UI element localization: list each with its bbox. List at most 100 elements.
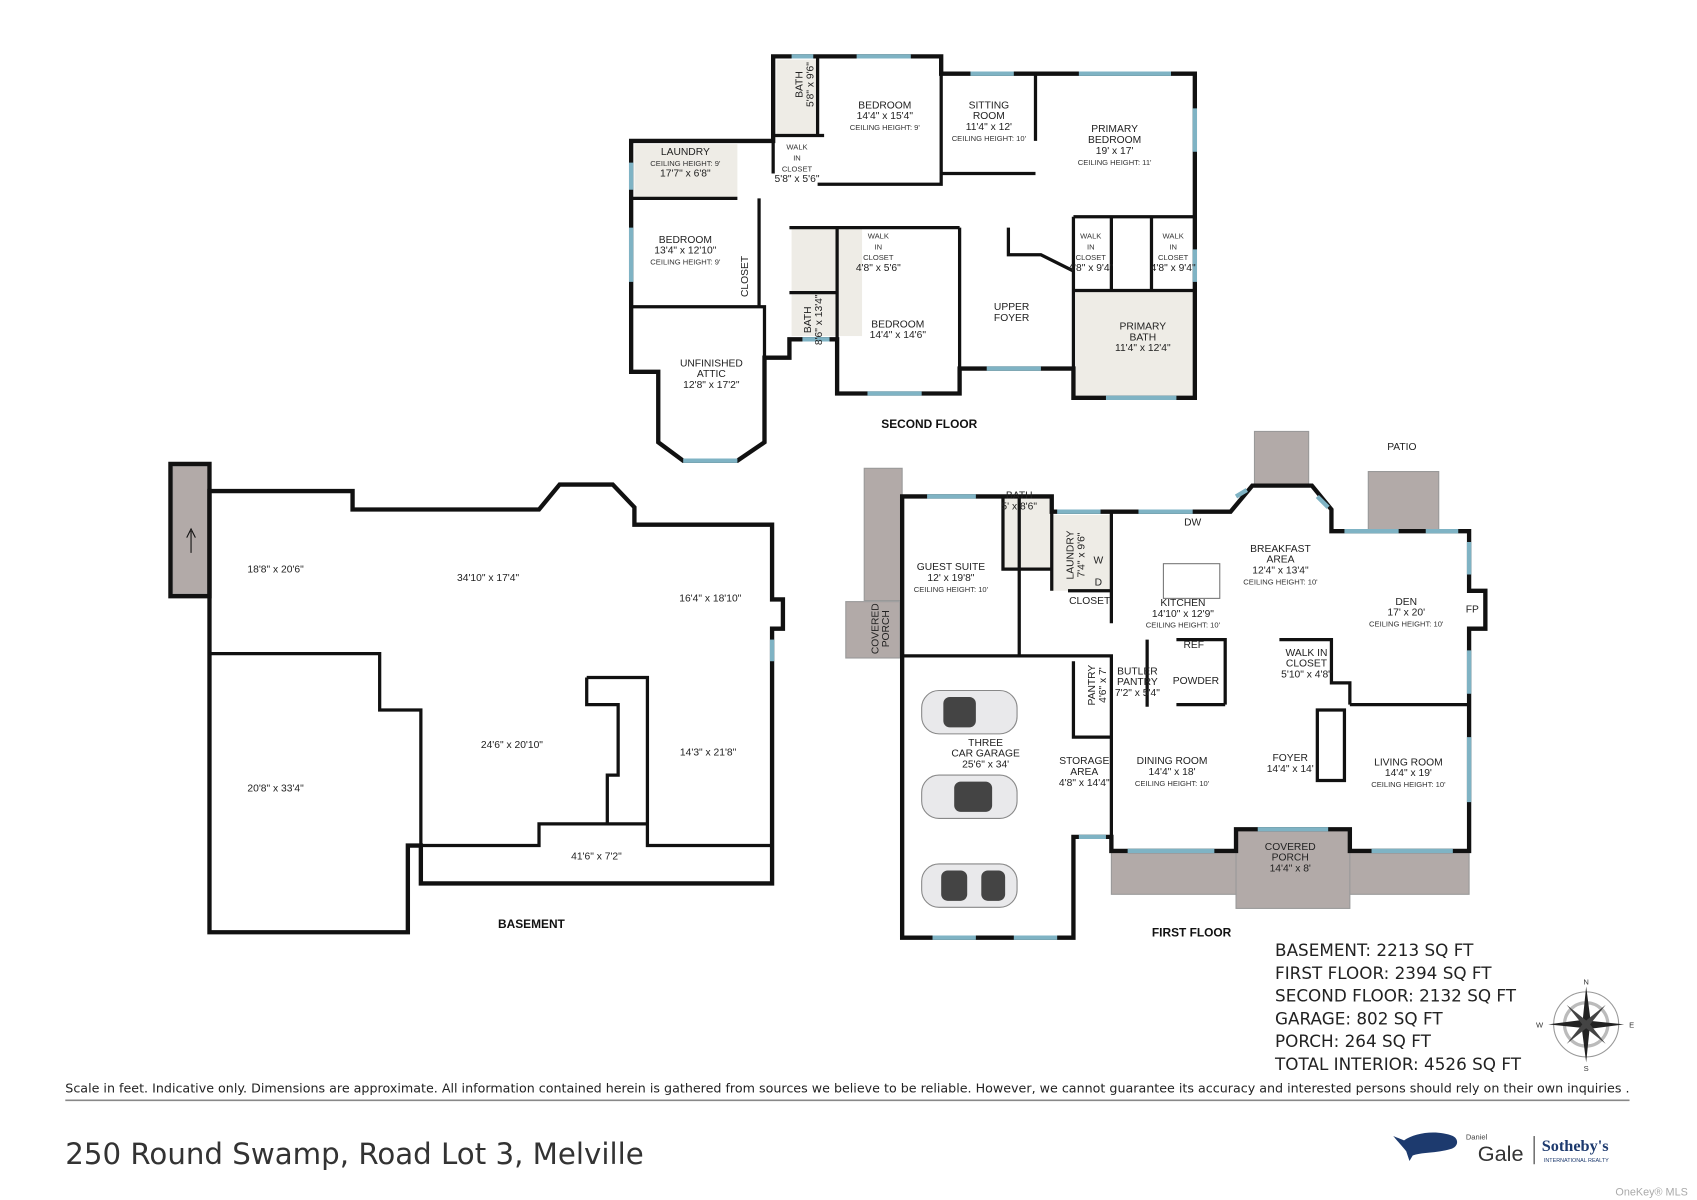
brand-sothebys: Sotheby's bbox=[1542, 1137, 1609, 1155]
room-label-line: 12'8" x 17'2" bbox=[683, 380, 740, 391]
room-label-line: STORAGE bbox=[1059, 756, 1109, 767]
room-label-line: 17'7" x 6'8" bbox=[660, 169, 711, 180]
first-floor-room-label: W bbox=[1094, 556, 1104, 567]
second-floor-title: SECOND FLOOR bbox=[881, 417, 977, 431]
basement-title: BASEMENT bbox=[498, 917, 566, 931]
second-floor-plan bbox=[628, 54, 1198, 463]
summary-porch: PORCH: 264 SQ FT bbox=[1275, 1031, 1432, 1051]
room-label-line: 18'8" x 20'6" bbox=[247, 564, 304, 575]
room-label-line: D bbox=[1095, 577, 1102, 588]
room-label-line: BUTLER bbox=[1117, 666, 1158, 677]
room-label-line: GUEST SUITE bbox=[917, 562, 986, 573]
room-label-line: BEDROOM bbox=[858, 100, 911, 111]
room-label-line: WALK IN bbox=[1286, 648, 1328, 659]
compass-s: S bbox=[1584, 1064, 1589, 1073]
room-label-line: 14'4" x 19' bbox=[1385, 768, 1432, 779]
room-label-line: 24'6" x 20'10" bbox=[481, 740, 543, 751]
room-label-line: CLOSET bbox=[863, 253, 894, 262]
room-label-line: WALK bbox=[868, 231, 889, 240]
room-label-line: CEILING HEIGHT: 10' bbox=[1371, 780, 1446, 789]
room-label-line: POWDER bbox=[1173, 676, 1219, 687]
room-label-line: 17' x 20' bbox=[1387, 608, 1425, 619]
room-label-line: 14'4" x 18' bbox=[1149, 767, 1196, 778]
room-label-line: BATH bbox=[1006, 491, 1033, 502]
basement-room-label: 16'4" x 18'10" bbox=[679, 594, 741, 605]
room-label-line: SITTING bbox=[969, 100, 1010, 111]
compass-e: E bbox=[1629, 1021, 1634, 1030]
room-label-line: 14'4" x 14'6" bbox=[870, 330, 927, 341]
mls-watermark: OneKey® MLS bbox=[1615, 1187, 1687, 1199]
room-label-line: PRIMARY bbox=[1119, 322, 1166, 333]
room-label-line: PORCH bbox=[881, 610, 892, 647]
room-label-line: ROOM bbox=[973, 111, 1005, 122]
brand-daniel: Daniel bbox=[1466, 1132, 1488, 1141]
summary-total-interior: TOTAL INTERIOR: 4526 SQ FT bbox=[1274, 1054, 1522, 1074]
room-label-line: 11'4" x 12'4" bbox=[1115, 343, 1171, 354]
room-label-line: UPPER bbox=[994, 302, 1029, 313]
room-label-line: CLOSET bbox=[1076, 253, 1107, 262]
first-floor-room-label: PATIO bbox=[1387, 442, 1416, 453]
room-label-line: CEILING HEIGHT: 10' bbox=[1369, 620, 1444, 629]
room-label-line: CEILING HEIGHT: 10' bbox=[1135, 779, 1210, 788]
summary-second-floor: SECOND FLOOR: 2132 SQ FT bbox=[1275, 986, 1517, 1006]
room-label-line: ATTIC bbox=[697, 369, 727, 380]
room-label-line: PATIO bbox=[1387, 442, 1416, 453]
room-label-line: THREE bbox=[968, 738, 1003, 749]
room-label-line: IN bbox=[793, 153, 801, 162]
room-label-line: CEILING HEIGHT: 9' bbox=[850, 123, 921, 132]
room-label-line: 14'3" x 21'8" bbox=[680, 748, 737, 759]
room-label-line: AREA bbox=[1266, 555, 1294, 566]
room-label-line: 12' x 19'8" bbox=[927, 573, 974, 584]
room-label-line: COVERED bbox=[1265, 842, 1316, 853]
property-address: 250 Round Swamp, Road Lot 3, Melville bbox=[65, 1137, 643, 1171]
room-label-line: 8'6" x 13'4" bbox=[814, 294, 825, 345]
basement-room-label: 41'6" x 7'2" bbox=[571, 852, 622, 863]
room-label-line: 5'10" x 4'8" bbox=[1281, 670, 1332, 681]
basement-room-label: 20'8" x 33'4" bbox=[247, 783, 304, 794]
room-label-line: LAUNDRY bbox=[1065, 530, 1076, 579]
room-label-line: 14'4" x 14' bbox=[1267, 764, 1314, 775]
room-label-line: 12'4" x 13'4" bbox=[1252, 565, 1309, 576]
room-label-line: BATH bbox=[794, 71, 805, 98]
room-label-line: 11'4" x 12' bbox=[966, 122, 1012, 133]
room-label-line: CEILING HEIGHT: 10' bbox=[952, 134, 1027, 143]
room-label-line: UNFINISHED bbox=[680, 358, 743, 369]
room-label-line: LAUNDRY bbox=[661, 147, 710, 158]
second-floor-room-label: CLOSET bbox=[740, 255, 751, 297]
compass-w: W bbox=[1536, 1021, 1544, 1030]
room-label-line: 4'8" x 9'4" bbox=[1068, 263, 1113, 274]
room-label-line: AREA bbox=[1070, 767, 1098, 778]
room-label-line: BEDROOM bbox=[659, 235, 712, 246]
room-label-line: 14'4" x 8' bbox=[1270, 864, 1311, 875]
basement-room-label: 34'10" x 17'4" bbox=[457, 573, 519, 584]
room-label-line: CEILING HEIGHT: 11' bbox=[1078, 158, 1152, 167]
room-label-line: BREAKFAST bbox=[1250, 544, 1311, 555]
basement-plan bbox=[168, 461, 786, 935]
car-1 bbox=[921, 689, 1018, 735]
brand-gale: Gale bbox=[1478, 1141, 1524, 1166]
room-label-line: 4'8" x 14'4" bbox=[1059, 778, 1110, 789]
room-label-line: COVERED bbox=[870, 603, 881, 654]
room-label-line: CEILING HEIGHT: 10' bbox=[1243, 577, 1318, 586]
room-label-line: PRIMARY bbox=[1091, 124, 1138, 135]
first-floor-room-label: REF bbox=[1183, 640, 1204, 651]
stair-arrow-icon bbox=[186, 527, 196, 553]
